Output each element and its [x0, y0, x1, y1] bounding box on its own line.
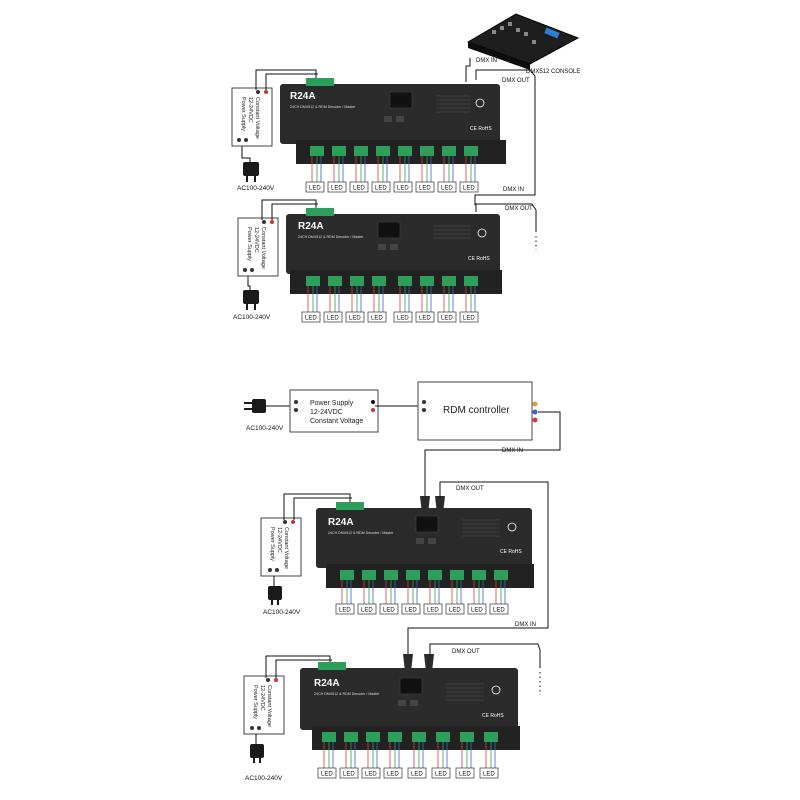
- led-label: LED: [349, 316, 361, 322]
- led-label: LED: [459, 772, 471, 778]
- led-label: LED: [493, 608, 505, 614]
- ac-plug-icon-2: [243, 290, 259, 310]
- decoder-1-model: R24A: [290, 91, 316, 102]
- psu-main-line1: Power Supply: [310, 400, 354, 407]
- power-supply-2: Power Supply 12-24VDC Constant Voltage: [237, 217, 279, 277]
- dmx-out-label-3: DMX OUT: [456, 486, 484, 492]
- dmx-in-label-1: DMX IN: [476, 58, 497, 64]
- ac-plug-icon-5: [250, 744, 264, 763]
- psu-3-label: Power Supply 12-24VDC Constant Voltage: [269, 527, 289, 569]
- led-label: LED: [343, 772, 355, 778]
- led-label: LED: [483, 772, 495, 778]
- led-row-1: LED LED LED LED LED LED LED LED: [305, 156, 479, 193]
- dmx-in-label-2: DMX IN: [503, 187, 524, 193]
- ac-label-4: AC100-240V: [263, 609, 301, 616]
- ac-plug-icon-4: [268, 586, 282, 605]
- dmx-out-label-1: DMX OUT: [502, 78, 530, 84]
- ac-label-1: AC100-240V: [237, 185, 275, 192]
- led-label: LED: [463, 186, 475, 192]
- decoder-2-model: R24A: [298, 221, 324, 232]
- psu-2-label: Power Supply 12-24VDC Constant Voltage: [246, 227, 266, 269]
- led-label: LED: [365, 772, 377, 778]
- led-label: LED: [387, 772, 399, 778]
- ac-plug-icon-3: [244, 399, 266, 413]
- decoder-1-subtitle: 24CH DMX512 & RDM Decoder / Master: [290, 105, 356, 109]
- led-label: LED: [449, 608, 461, 614]
- top-diagram: DMX512 CONSOLE DMX IN Power Supply 12-24…: [231, 13, 580, 323]
- led-label: LED: [419, 316, 431, 322]
- led-label: LED: [353, 186, 365, 192]
- led-label: LED: [441, 186, 453, 192]
- decoder-1: R24A 24CH DMX512 & RDM Decoder / Master …: [280, 78, 506, 164]
- decoder-4-ce: CE RoHS: [482, 713, 504, 719]
- power-supply-main: Power Supply 12-24VDC Constant Voltage: [289, 389, 379, 433]
- dmx512-console: DMX512 CONSOLE: [466, 13, 580, 75]
- rdm-controller-label: RDM controller: [443, 405, 510, 416]
- led-label: LED: [327, 316, 339, 322]
- led-label: LED: [397, 316, 409, 322]
- decoder-3-model: R24A: [328, 517, 354, 528]
- console-label: DMX512 CONSOLE: [526, 69, 580, 75]
- led-label: LED: [375, 186, 387, 192]
- psu-main-line2: 12-24VDC: [310, 409, 343, 416]
- led-label: LED: [305, 316, 317, 322]
- led-label: LED: [411, 772, 423, 778]
- power-supply-3: Power Supply 12-24VDC Constant Voltage: [260, 517, 302, 577]
- psu-1-label: Power Supply 12-24VDC Constant Voltage: [240, 97, 260, 139]
- dmx-out-label-4: DMX OUT: [452, 649, 480, 655]
- decoder-2-ce: CE RoHS: [468, 256, 490, 262]
- led-label: LED: [321, 772, 333, 778]
- dmx-in-label-4: DMX IN: [515, 622, 536, 628]
- led-label: LED: [419, 186, 431, 192]
- led-row-3: LED LED LED LED LED LED LED LED: [335, 580, 509, 615]
- dmx-in-label-3: DMX IN: [502, 448, 523, 454]
- led-label: LED: [471, 608, 483, 614]
- power-supply-4: Power Supply 12-24VDC Constant Voltage: [243, 675, 285, 735]
- led-label: LED: [463, 316, 475, 322]
- led-label: LED: [383, 608, 395, 614]
- rdm-controller: RDM controller: [417, 381, 538, 441]
- led-label: LED: [397, 186, 409, 192]
- decoder-2-subtitle: 24CH DMX512 & RDM Decoder / Master: [298, 235, 364, 239]
- led-label: LED: [435, 772, 447, 778]
- ac-label-5: AC100-240V: [245, 775, 283, 782]
- led-label: LED: [339, 608, 351, 614]
- led-row-2: LED LED LED LED LED LED LED LED: [301, 286, 479, 323]
- bottom-diagram: AC100-240V Power Supply 12-24VDC Constan…: [243, 381, 561, 782]
- decoder-4-model: R24A: [314, 678, 340, 689]
- decoder-4: R24A 24CH DMX512 & RDM Decoder / Master …: [300, 662, 520, 750]
- ac-plug-icon-1: [243, 162, 259, 182]
- decoder-1-ce: CE RoHS: [470, 126, 492, 132]
- decoder-4-subtitle: 24CH DMX512 & RDM Decoder / Master: [314, 692, 380, 696]
- decoder-3-ce: CE RoHS: [500, 549, 522, 555]
- led-label: LED: [441, 316, 453, 322]
- led-label: LED: [309, 186, 321, 192]
- dmx-out-label-2: DMX OUT: [505, 206, 533, 212]
- led-label: LED: [361, 608, 373, 614]
- psu-main-line3: Constant Voltage: [310, 418, 363, 425]
- xlr-connector-icon: [403, 654, 434, 672]
- decoder-3-subtitle: 24CH DMX512 & RDM Decoder / Master: [328, 531, 394, 535]
- led-label: LED: [405, 608, 417, 614]
- led-label: LED: [331, 186, 343, 192]
- decoder-3: R24A 24CH DMX512 & RDM Decoder / Master …: [316, 502, 534, 588]
- power-supply-1: Power Supply 12-24VDC Constant Voltage: [231, 87, 273, 147]
- led-label: LED: [371, 316, 383, 322]
- psu-4-label: Power Supply 12-24VDC Constant Voltage: [252, 685, 272, 727]
- decoder-2: R24A 24CH DMX512 & RDM Decoder / Master …: [286, 208, 502, 294]
- led-label: LED: [427, 608, 439, 614]
- ac-label-3: AC100-240V: [246, 425, 284, 432]
- led-row-4: LED LED LED LED LED LED LED LED: [317, 742, 499, 779]
- ac-label-2: AC100-240V: [233, 314, 271, 321]
